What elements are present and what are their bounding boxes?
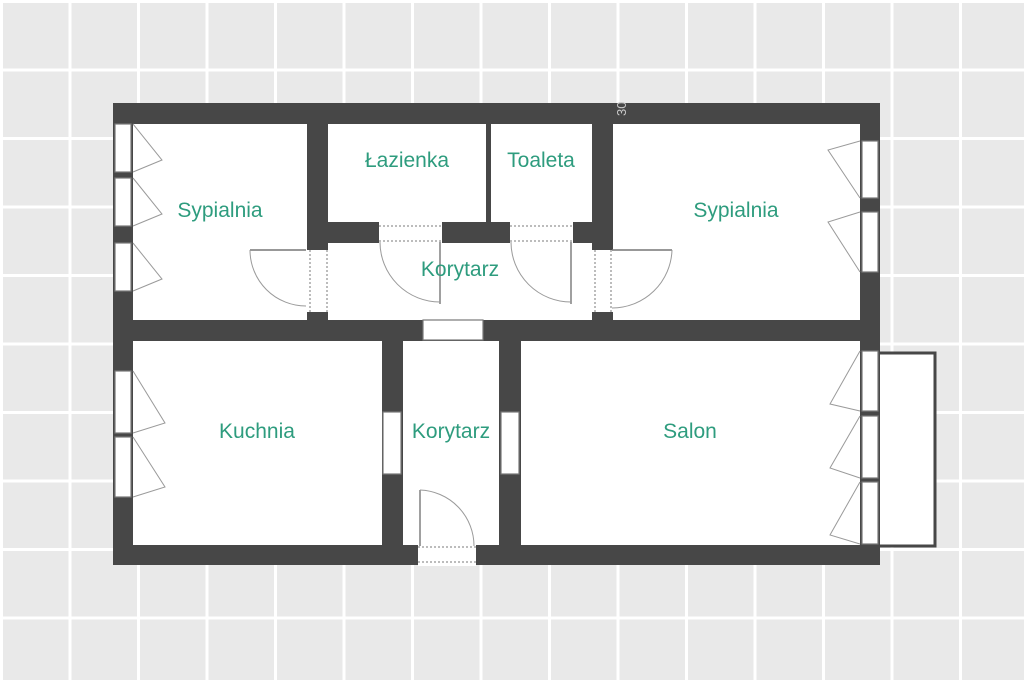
opening-corridor-link (422, 319, 484, 341)
label-kitchen: Kuchnia (219, 420, 295, 443)
room-bathroom (328, 124, 486, 222)
door-bedroom-left (249, 249, 329, 312)
door-toilet (510, 221, 573, 304)
dimension-label: 30 (614, 102, 629, 116)
door-bedroom-right (591, 249, 673, 312)
window (114, 436, 132, 498)
label-living-room: Salon (663, 420, 717, 443)
label-corridor-upper: Korytarz (421, 258, 499, 281)
label-bedroom-right: Sypialnia (693, 199, 779, 222)
room-toilet (491, 124, 592, 222)
balcony (870, 351, 937, 548)
label-bathroom: Łazienka (365, 149, 449, 172)
label-toilet: Toaleta (507, 149, 575, 172)
window (861, 140, 879, 199)
room-bedroom-left (133, 124, 307, 320)
room-kitchen (133, 341, 382, 545)
room-corridor-upper (328, 243, 592, 320)
room-living (521, 341, 860, 545)
window (861, 350, 879, 412)
window (114, 177, 132, 227)
window (861, 415, 879, 479)
door-bathroom (379, 221, 442, 304)
opening-living-room (500, 411, 520, 475)
window (114, 242, 132, 292)
room-corridor-lower (403, 341, 499, 545)
window (114, 370, 132, 434)
opening-kitchen (382, 411, 402, 475)
label-bedroom-left: Sypialnia (177, 199, 263, 222)
window (861, 211, 879, 273)
label-corridor-lower: Korytarz (412, 420, 490, 443)
window (114, 123, 132, 173)
windows-right-wall (827, 140, 879, 545)
entrance-door (418, 489, 476, 566)
window (861, 481, 879, 545)
room-bedroom-right (613, 124, 860, 320)
windows-left-wall (114, 123, 166, 498)
